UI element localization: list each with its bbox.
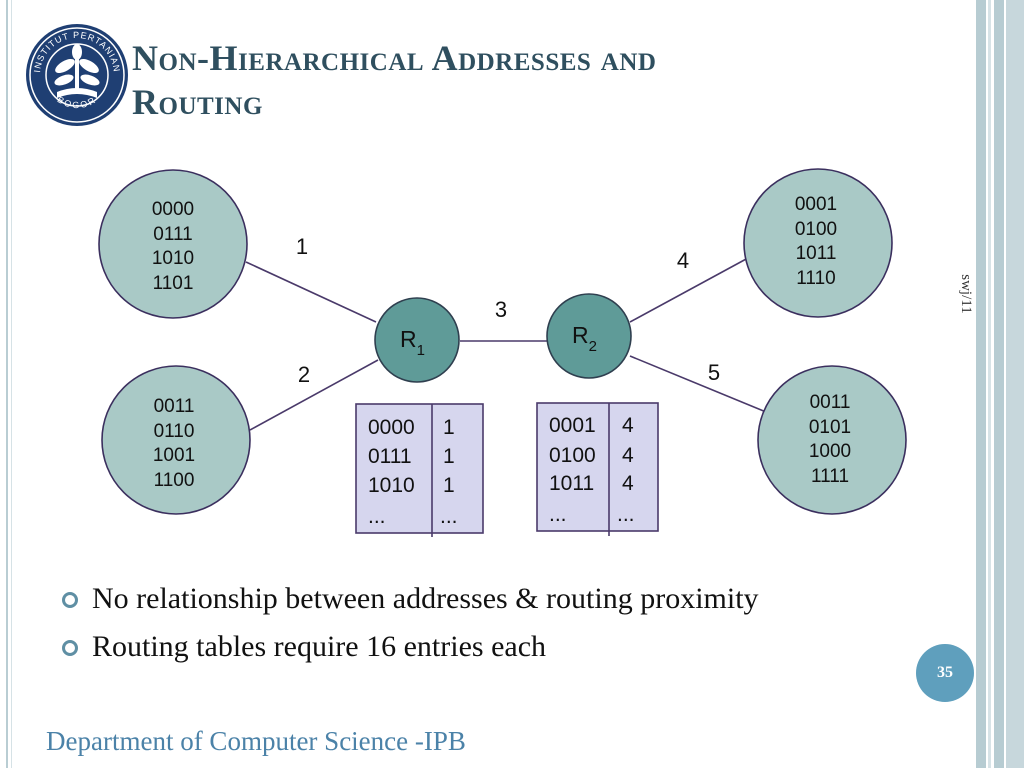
bullet-item: Routing tables require 16 entries each — [62, 628, 882, 666]
host-top-right-addr: 1110 — [796, 268, 835, 289]
table-cell: ... — [617, 503, 635, 526]
host-bottom-right-addr: 0101 — [809, 417, 851, 438]
host-top-right-circle — [743, 168, 893, 318]
bullet-text: Routing tables require 16 entries each — [92, 630, 547, 663]
table-cell: 4 — [622, 444, 634, 467]
host-bottom-right-addr: 0011 — [810, 392, 851, 413]
bullet-item: No relationship between addresses & rout… — [62, 580, 882, 618]
table-cell: 0100 — [549, 444, 596, 467]
slide-title-line1: Non-Hierarchical Addresses and — [132, 38, 657, 78]
table-cell: 0000 — [368, 416, 415, 439]
slide-frame-left — [6, 0, 8, 768]
link-2-label: 2 — [298, 362, 310, 387]
router-r2-circle — [546, 293, 632, 379]
host-bottom-left-circle — [101, 365, 251, 515]
table-cell: ... — [549, 503, 567, 526]
host-top-left-addr: 1010 — [152, 248, 194, 269]
link-5-line — [629, 355, 767, 413]
host-top-right-addr: 1011 — [796, 243, 837, 264]
table-cell: 1 — [443, 474, 455, 497]
table-cell: 0001 — [549, 414, 596, 437]
footer-text: Department of Computer Science -IPB — [46, 726, 466, 756]
page-number-badge: 35 — [916, 644, 974, 702]
host-top-left-addr: 0000 — [152, 199, 194, 220]
host-bottom-left-addr: 0110 — [154, 421, 195, 442]
table-cell: 4 — [622, 472, 634, 495]
table-cell: ... — [440, 505, 458, 528]
host-bottom-right-addr: 1111 — [811, 466, 849, 487]
link-1-label: 1 — [296, 234, 308, 259]
ipb-logo: INSTITUT PERTANIAN BOGOR — [26, 24, 128, 126]
slide-title-line2: Routing — [132, 82, 263, 122]
table-cell: 0111 — [368, 445, 412, 468]
link-4-line — [629, 257, 749, 323]
slide-right-bars — [976, 0, 1024, 768]
host-top-left-addr: 0111 — [153, 224, 192, 245]
r2-routing-table: 0001 4 0100 4 1011 4 ... ... — [536, 402, 659, 536]
host-bottom-left-addr: 1001 — [153, 445, 195, 466]
link-5-label: 5 — [708, 360, 720, 385]
side-tag: swj/11 — [958, 274, 974, 314]
bullet-list: No relationship between addresses & rout… — [62, 580, 882, 676]
table-cell: 4 — [622, 414, 634, 437]
host-top-left-addr: 1101 — [153, 273, 194, 294]
bullet-text: No relationship between addresses & rout… — [92, 582, 759, 615]
router-r1-circle — [374, 297, 460, 383]
host-top-left-circle — [98, 169, 248, 319]
table-cell: 1011 — [549, 472, 594, 495]
link-1-line — [245, 261, 377, 323]
link-3-label: 3 — [495, 297, 507, 322]
host-bottom-right-addr: 1000 — [809, 441, 851, 462]
host-bottom-left-addr: 1100 — [154, 470, 195, 491]
bullet-ring-icon — [62, 592, 78, 608]
bullet-ring-icon — [62, 640, 78, 656]
host-bottom-left-addr: 0011 — [154, 396, 195, 417]
slide-title: Non-Hierarchical Addresses and Routing — [132, 36, 852, 124]
r1-routing-table: 0000 1 0111 1 1010 1 ... ... — [355, 403, 484, 537]
link-2-line — [249, 359, 379, 431]
host-bottom-right-circle — [757, 365, 907, 515]
host-top-right-addr: 0001 — [795, 194, 837, 215]
link-4-label: 4 — [677, 248, 689, 273]
table-cell: ... — [368, 505, 386, 528]
slide-frame-left-inner — [11, 0, 12, 768]
table-cell: 1 — [443, 445, 455, 468]
router-r2-label: R2 — [572, 322, 597, 355]
router-r1-label: R1 — [400, 326, 425, 359]
host-top-right-addr: 0100 — [795, 219, 837, 240]
table-cell: 1 — [443, 416, 455, 439]
table-cell: 1010 — [368, 474, 415, 497]
